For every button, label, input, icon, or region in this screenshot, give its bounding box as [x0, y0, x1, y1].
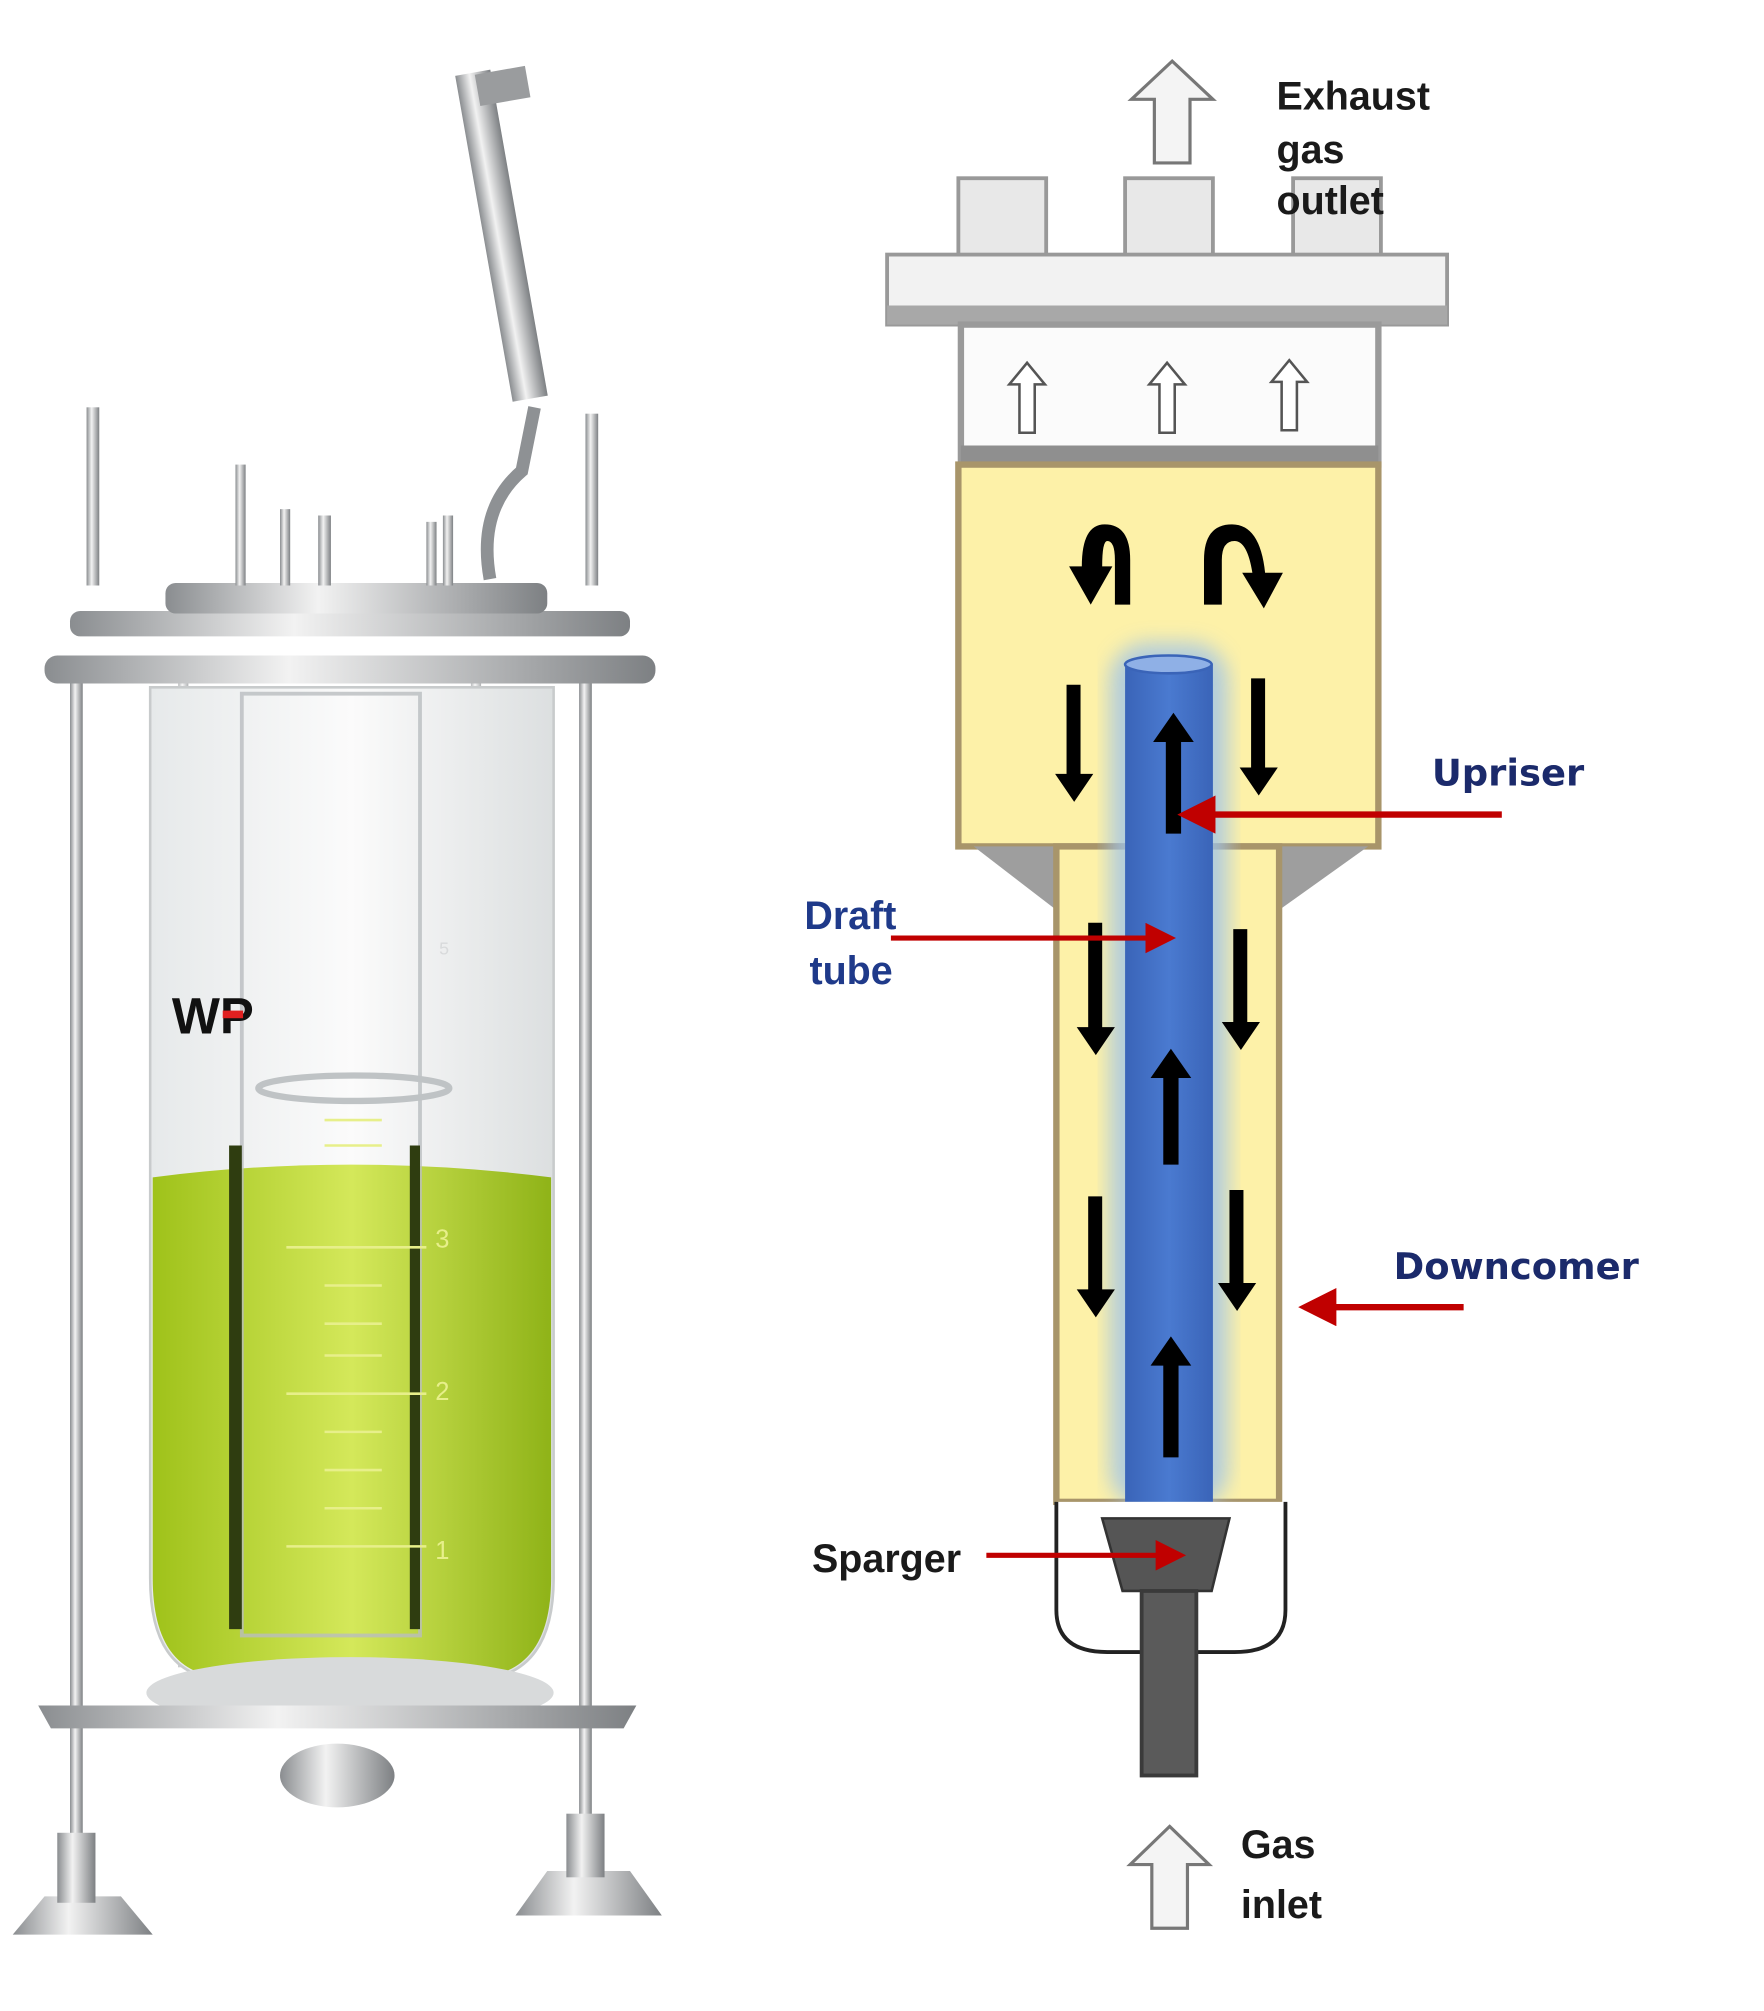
graduation-scale [286, 1118, 427, 1548]
flow-arrows [1055, 524, 1283, 1458]
up-arrow-icon [1150, 1048, 1192, 1165]
scale-mark: 3 [435, 1225, 449, 1253]
curve-arrow-icon [1204, 524, 1283, 609]
gas-pipe [1139, 1589, 1199, 1778]
frame-rod [579, 661, 592, 1846]
down-arrow-icon [1218, 1190, 1257, 1311]
outlet-port [1291, 176, 1383, 261]
down-arrow-icon [1221, 929, 1260, 1051]
exhaust-label: gas [1277, 128, 1345, 172]
bioreactor-photo: 1 2 3 5 WP [12, 65, 662, 1935]
up-arrow-icon [1153, 712, 1194, 834]
exhaust-arrow-icon [1127, 58, 1217, 165]
culture-liquid [152, 1164, 552, 1678]
exhaust-label: outlet [1277, 179, 1384, 223]
outlet-port [956, 176, 1049, 261]
up-arrow-icon [1150, 1336, 1192, 1458]
down-arrow-icon [1076, 1196, 1115, 1318]
gas-inlet-label: Gas [1241, 1823, 1316, 1867]
outlet-port [1123, 176, 1215, 261]
down-arrow-icon [1055, 684, 1094, 802]
gas-inlet-label: inlet [1241, 1883, 1322, 1927]
downcomer-label: Downcomer [1394, 1245, 1640, 1288]
scale-mark: 2 [435, 1378, 449, 1406]
draft-tube-label: tube [809, 949, 892, 993]
down-arrow-icon [1239, 678, 1278, 796]
up-arrow-icon [1268, 358, 1310, 432]
upriser-label: Upriser [1432, 751, 1585, 794]
foot [12, 1896, 153, 1935]
up-arrow-icon [1006, 360, 1048, 435]
sparger-label: Sparger [812, 1537, 961, 1581]
gas-up-arrows [1006, 358, 1310, 435]
frame-rod [70, 661, 83, 1846]
up-arrow-icon [1146, 360, 1188, 435]
foot [515, 1870, 662, 1916]
curve-arrow-icon [1069, 524, 1131, 605]
exhaust-label: Exhaust [1277, 75, 1430, 119]
down-arrow-icon [1076, 922, 1115, 1056]
gas-inlet-arrow-icon [1126, 1824, 1214, 1930]
probe [455, 69, 548, 402]
airlift-diagram: Exhaust gas outlet Upriser Draft tube Do… [804, 58, 1640, 1930]
lid-flange [44, 655, 656, 684]
draft-tube-label: Draft [804, 894, 896, 938]
scale-mark: 1 [435, 1537, 449, 1565]
scale-mark: 5 [439, 939, 449, 959]
